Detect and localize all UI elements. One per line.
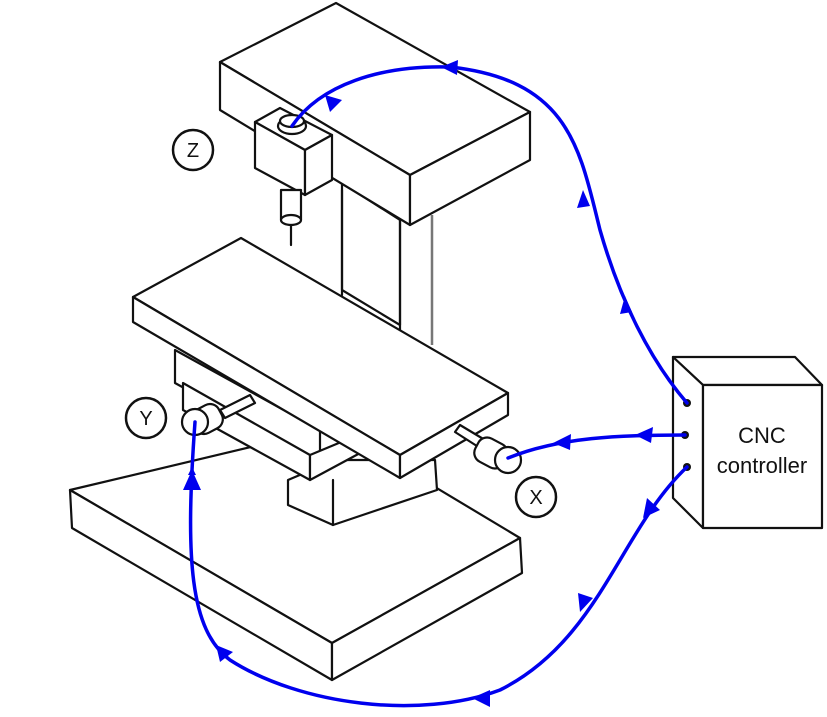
axis-y-text: Y bbox=[139, 408, 152, 430]
x-axis-motor bbox=[453, 423, 523, 475]
spindle-housing bbox=[253, 106, 334, 247]
arrow-icon bbox=[325, 95, 342, 112]
machine-head bbox=[218, 1, 532, 227]
wire-x bbox=[506, 427, 687, 460]
axis-label-y: Y bbox=[124, 396, 168, 440]
arrow-icon bbox=[620, 296, 632, 314]
arrow-icon bbox=[216, 645, 233, 662]
arrow-icon bbox=[183, 470, 201, 490]
axis-x-text: X bbox=[529, 487, 542, 509]
arrow-icon bbox=[553, 434, 571, 450]
machine-column bbox=[340, 181, 434, 345]
arrow-icon bbox=[472, 690, 490, 707]
arrow-icon bbox=[441, 60, 458, 75]
axis-label-z: Z bbox=[171, 128, 215, 172]
controller-label-line1: CNC bbox=[738, 423, 786, 448]
wire-z bbox=[290, 60, 689, 405]
arrow-icon bbox=[578, 593, 593, 612]
arrow-icon bbox=[643, 498, 660, 518]
axis-z-text: Z bbox=[187, 140, 199, 162]
arrow-icon bbox=[635, 427, 653, 443]
arrow-icon bbox=[577, 190, 590, 208]
controller-label-line2: controller bbox=[717, 453, 807, 478]
wire-y bbox=[183, 420, 689, 708]
axis-label-x: X bbox=[514, 475, 558, 519]
cnc-controller[interactable]: CNC controller bbox=[671, 355, 824, 530]
work-table bbox=[131, 236, 510, 480]
